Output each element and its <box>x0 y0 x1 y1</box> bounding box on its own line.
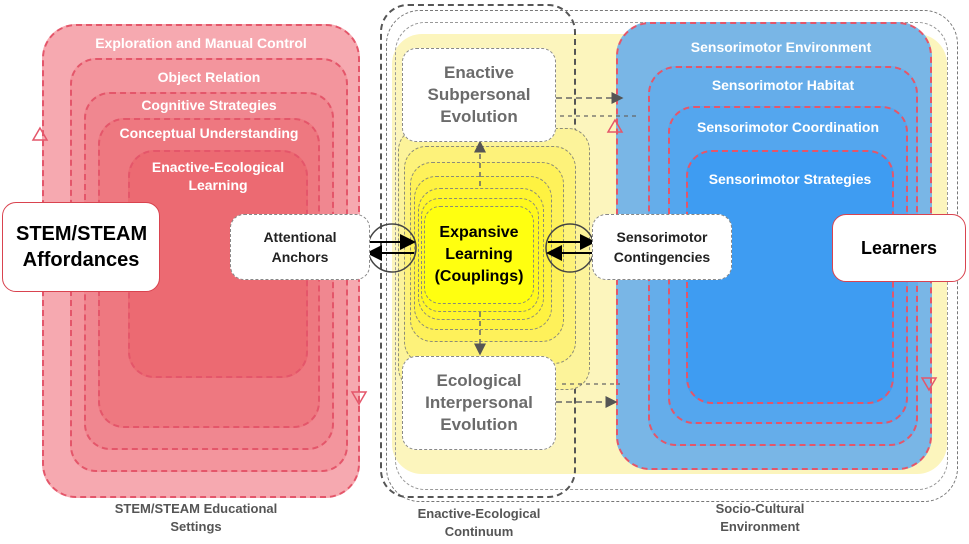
layer-cognitive-label: Cognitive Strategies <box>141 97 277 113</box>
contingencies-label: Sensorimotor Contingencies <box>613 229 711 265</box>
caption-educational-settings: STEM/STEAM Educational Settings <box>114 501 278 534</box>
layer-exploration-label: Exploration and Manual Control <box>95 35 307 51</box>
ecological-interpersonal-box: Ecological Interpersonal Evolution <box>402 356 556 450</box>
triangle-marker-red-right <box>350 391 368 406</box>
sensorimotor-contingencies-box: Sensorimotor Contingencies <box>592 214 732 280</box>
layer-enactive-learning-label: Enactive-Ecological Learning <box>151 159 285 193</box>
core-label: Expansive Learning (Couplings) <box>434 224 524 285</box>
layer-environment-label: Sensorimotor Environment <box>690 39 872 55</box>
interpersonal-label: Ecological Interpersonal Evolution <box>425 371 533 434</box>
learners-label: Learners <box>860 237 938 258</box>
attentional-anchors-box: Attentional Anchors <box>230 214 370 280</box>
caption-socio-cultural: Socio-Cultural Environment <box>715 501 805 534</box>
affordances-label: STEM/STEAM Affordances <box>16 223 148 271</box>
left-coupling-circle <box>367 223 417 273</box>
caption-continuum: Enactive-Ecological Continuum <box>417 506 541 539</box>
learners-box: Learners <box>832 214 966 282</box>
right-coupling-circle <box>545 223 595 273</box>
layer-habitat-label: Sensorimotor Habitat <box>711 77 855 93</box>
layer-coordination-label: Sensorimotor Coordination <box>697 119 879 135</box>
enactive-subpersonal-box: Enactive Subpersonal Evolution <box>402 48 556 142</box>
subpersonal-label: Enactive Subpersonal Evolution <box>427 63 531 126</box>
layer-conceptual-label: Conceptual Understanding <box>119 125 299 141</box>
triangle-marker-blue-right <box>920 377 938 392</box>
triangle-marker-blue-left <box>606 118 624 133</box>
triangle-marker-left <box>31 126 49 141</box>
stem-steam-affordances-box: STEM/STEAM Affordances <box>2 202 160 292</box>
expansive-learning-core: Expansive Learning (Couplings) <box>424 206 534 304</box>
layer-strategies-label: Sensorimotor Strategies <box>708 171 872 187</box>
yellow-ring-7 <box>424 206 534 304</box>
layer-object-relation-label: Object Relation <box>157 69 261 85</box>
anchors-label: Attentional Anchors <box>263 229 337 265</box>
